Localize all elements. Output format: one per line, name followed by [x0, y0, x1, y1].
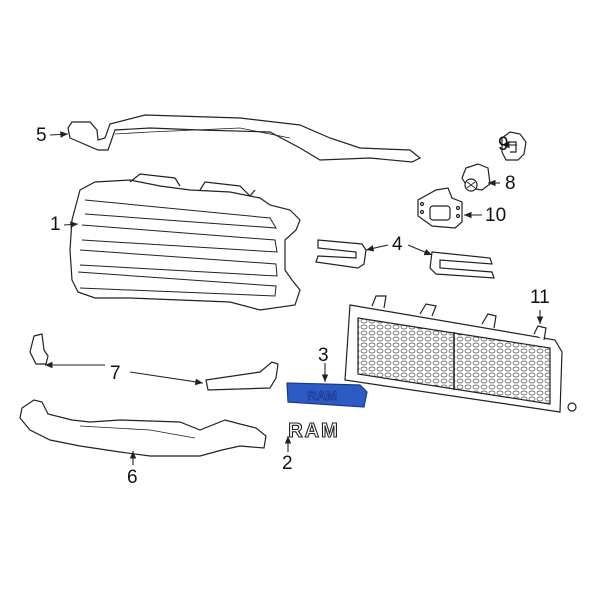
svg-text:RAM: RAM: [288, 420, 340, 442]
lower-support-part[interactable]: [19, 399, 267, 457]
callout-5: 5: [36, 125, 47, 146]
leader-arrows: [45, 131, 544, 465]
grille-shell-part[interactable]: [69, 173, 301, 311]
callout-4: 4: [392, 234, 403, 255]
clip-part[interactable]: [501, 131, 527, 161]
callout-7: 7: [110, 363, 121, 384]
callout-8: 8: [505, 173, 516, 194]
callout-6: 6: [127, 467, 138, 488]
shutter-grille-part[interactable]: [344, 295, 577, 413]
callout-10: 10: [485, 205, 507, 226]
callout-3: 3: [318, 345, 329, 366]
camera-part[interactable]: [461, 163, 491, 192]
svg-text:RAM: RAM: [307, 388, 337, 403]
side-brackets-part[interactable]: [29, 333, 279, 391]
callout-1: 1: [50, 214, 61, 235]
grille-inserts-part[interactable]: [315, 239, 495, 279]
callout-2: 2: [282, 453, 293, 474]
callout-11: 11: [530, 287, 550, 308]
upper-support-part[interactable]: [67, 114, 422, 163]
camera-bracket-part[interactable]: [417, 187, 463, 229]
ram-emblem-part[interactable]: RAM: [288, 419, 340, 442]
emblem-bracket-part[interactable]: RAM: [286, 382, 368, 408]
callout-9: 9: [498, 134, 509, 155]
